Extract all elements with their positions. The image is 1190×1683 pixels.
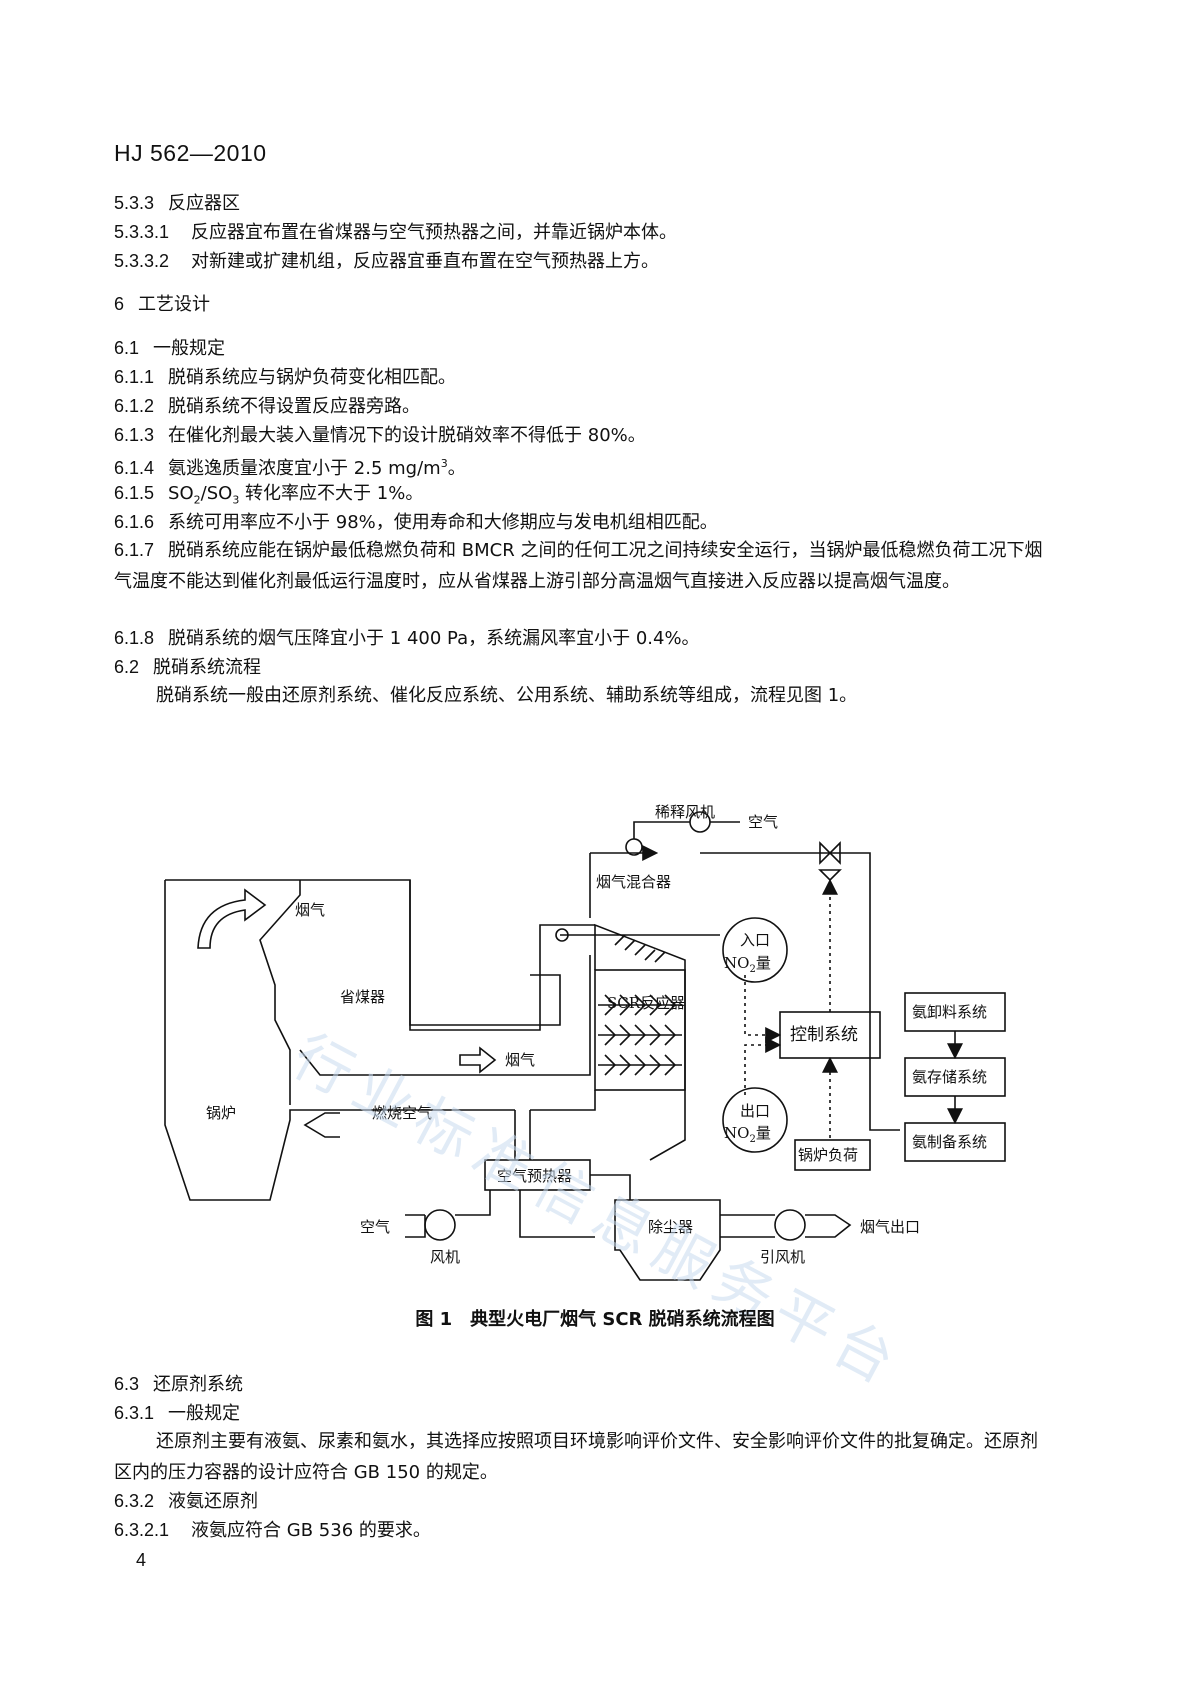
- page-number: 4: [136, 1550, 147, 1570]
- ammonia-storage-label: 氨存储系统: [912, 1068, 987, 1086]
- ammonia-prep-label: 氨制备系统: [912, 1133, 987, 1151]
- combustion-air-label: 燃烧空气: [372, 1104, 432, 1122]
- boiler-label: 锅炉: [206, 1104, 236, 1122]
- boiler-load-label: 锅炉负荷: [798, 1146, 858, 1164]
- ammonia-unloading-label: 氨卸料系统: [912, 1003, 987, 1021]
- paragraph: 脱硝系统一般由还原剂系统、催化反应系统、公用系统、辅助系统等组成，流程见图 1。: [156, 685, 858, 706]
- dilution-fan-label: 稀释风机: [655, 803, 715, 821]
- flue-gas-label-mid: 烟气: [505, 1051, 535, 1069]
- outlet-label: 出口: [740, 1102, 770, 1120]
- outlet-no2-label: NO2量: [724, 1124, 771, 1145]
- fan-label: 风机: [430, 1248, 460, 1266]
- inlet-no2-label: NO2量: [724, 954, 771, 975]
- inlet-label: 入口: [740, 931, 770, 949]
- flue-mixer-label: 烟气混合器: [596, 873, 671, 891]
- dust-collector-label: 除尘器: [648, 1218, 693, 1236]
- boiler-outline: [165, 879, 561, 1026]
- id-fan-label: 引风机: [760, 1248, 805, 1266]
- air-label-bottom: 空气: [360, 1218, 390, 1236]
- flue-gas-label-top: 烟气: [295, 901, 325, 919]
- document-id: HJ 562—2010: [114, 140, 267, 166]
- air-preheater-label: 空气预热器: [497, 1167, 572, 1185]
- scr-reactor-label: SCR反应器: [607, 994, 685, 1012]
- control-system-label: 控制系统: [790, 1025, 858, 1045]
- paragraph: 还原剂主要有液氨、尿素和氨水，其选择应按照项目环境影响评价文件、安全影响评价文件…: [114, 1431, 1038, 1483]
- figure-caption: 图 1 典型火电厂烟气 SCR 脱硝系统流程图: [415, 1309, 775, 1330]
- air-label-top: 空气: [748, 813, 778, 831]
- boiler-load-box: [794, 1139, 871, 1171]
- flue-outlet-label: 烟气出口: [860, 1218, 920, 1236]
- economizer-label: 省煤器: [340, 988, 385, 1006]
